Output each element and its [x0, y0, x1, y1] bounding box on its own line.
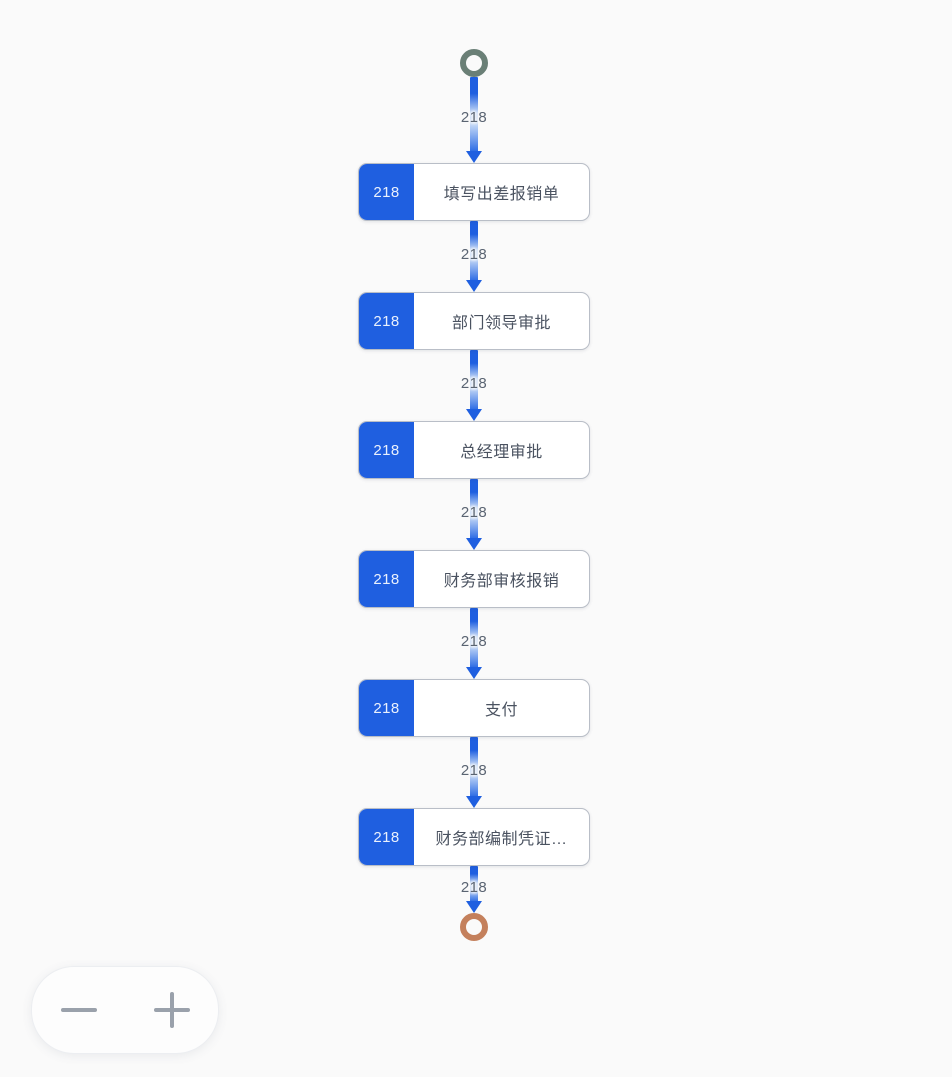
arrowhead-icon [466, 409, 482, 421]
arrowhead-icon [466, 901, 482, 913]
task-node[interactable]: 218 部门领导审批 [358, 292, 590, 350]
end-event-node[interactable] [460, 913, 488, 941]
flow-edge-line [470, 221, 478, 281]
zoom-out-button[interactable] [53, 984, 105, 1036]
flow-edge[interactable]: 218 [429, 737, 519, 808]
task-node-label: 支付 [484, 702, 518, 719]
flow-edge-label: 218 [460, 374, 488, 392]
flow-edge[interactable]: 218 [429, 350, 519, 421]
flow-edge-label: 218 [460, 109, 488, 126]
flow-edge-line [470, 479, 478, 539]
task-node[interactable]: 218 填写出差报销单 [358, 163, 590, 221]
task-node-label: 财务部审核报销 [443, 573, 560, 590]
task-node-count-badge: 218 [359, 680, 414, 736]
flow-edge-line [470, 737, 478, 797]
zoom-in-button[interactable] [146, 984, 198, 1036]
task-node-count-badge: 218 [359, 293, 414, 349]
task-node[interactable]: 218 财务部审核报销 [358, 550, 590, 608]
arrowhead-icon [466, 280, 482, 292]
arrowhead-icon [466, 538, 482, 550]
task-node[interactable]: 218 支付 [358, 679, 590, 737]
arrowhead-icon [466, 151, 482, 163]
flow-edge[interactable]: 218 [429, 608, 519, 679]
flow-edge-label: 218 [460, 878, 488, 896]
flow-edge-line [470, 608, 478, 668]
flow-edge-label: 218 [460, 761, 488, 779]
task-node[interactable]: 218 总经理审批 [358, 421, 590, 479]
flow-edge[interactable]: 218 [429, 221, 519, 292]
task-node-count-badge: 218 [359, 551, 414, 607]
task-node-label: 总经理审批 [460, 444, 543, 461]
flow-edge[interactable]: 218 [429, 77, 519, 163]
flow-edge[interactable]: 218 [429, 866, 519, 913]
task-node-label: 填写出差报销单 [443, 186, 560, 203]
flow-edge-line [470, 77, 478, 152]
minus-icon [60, 1008, 97, 1012]
task-node-count-badge: 218 [359, 809, 414, 865]
task-node-label: 部门领导审批 [451, 315, 551, 332]
task-node-label: 财务部编制凭证… [435, 831, 568, 848]
flow-edge-line [470, 866, 478, 902]
task-node[interactable]: 218 财务部编制凭证… [358, 808, 590, 866]
plus-icon-vertical [169, 992, 174, 1028]
flow-edge-label: 218 [460, 632, 488, 650]
flow-edge-label: 218 [460, 503, 488, 521]
arrowhead-icon [466, 796, 482, 808]
flow-edge-label: 218 [460, 245, 488, 263]
flow-edge[interactable]: 218 [429, 479, 519, 550]
arrowhead-icon [466, 667, 482, 679]
start-event-node[interactable] [460, 49, 488, 77]
task-node-count-badge: 218 [359, 422, 414, 478]
zoom-control[interactable] [31, 966, 219, 1054]
task-node-count-badge: 218 [359, 164, 414, 220]
flow-edge-line [470, 350, 478, 410]
